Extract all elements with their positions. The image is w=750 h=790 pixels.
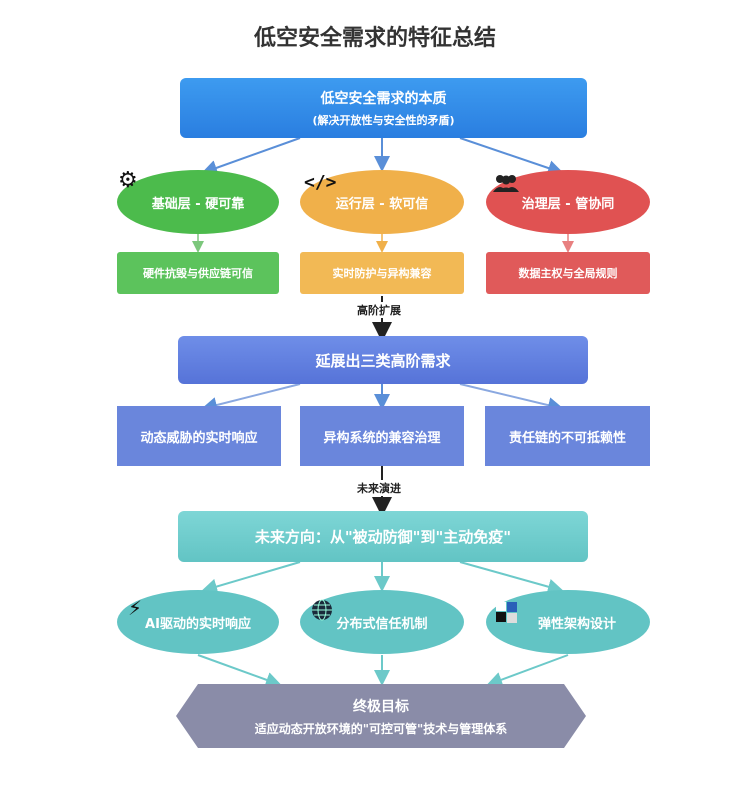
goal-box: 终极目标 适应动态开放环境的"可控可管"技术与管理体系 bbox=[176, 684, 586, 748]
extended-box: 延展出三类高阶需求 bbox=[178, 336, 588, 384]
governance-detail: 数据主权与全局规则 bbox=[486, 252, 650, 294]
need-non-repudiation: 责任链的不可抵赖性 bbox=[485, 406, 650, 466]
future-item-ai: AI驱动的实时响应 bbox=[117, 590, 279, 654]
people-icon bbox=[493, 174, 519, 196]
need-heterogeneous-label: 异构系统的兼容治理 bbox=[323, 430, 441, 446]
goal-subtitle: 适应动态开放环境的"可控可管"技术与管理体系 bbox=[254, 721, 508, 736]
future-title: 未来方向：从"被动防御"到"主动免疫" bbox=[254, 528, 512, 546]
page-title: 低空安全需求的特征总结 bbox=[253, 26, 496, 51]
foundation-detail: 硬件抗毁与供应链可信 bbox=[117, 252, 279, 294]
need-dynamic-threat: 动态威胁的实时响应 bbox=[117, 406, 281, 466]
lightning-icon: ⚡ bbox=[128, 596, 143, 620]
extended-title: 延展出三类高阶需求 bbox=[315, 351, 451, 370]
need-non-repudiation-label: 责任链的不可抵赖性 bbox=[508, 430, 626, 446]
essence-title: 低空安全需求的本质 bbox=[320, 91, 447, 107]
foundation-detail-label: 硬件抗毁与供应链可信 bbox=[143, 267, 253, 280]
goal-title: 终极目标 bbox=[353, 698, 409, 715]
runtime-detail-label: 实时防护与异构兼容 bbox=[332, 267, 432, 280]
runtime-detail: 实时防护与异构兼容 bbox=[300, 252, 464, 294]
layer-runtime: 运行层 - 软可信 bbox=[300, 170, 464, 234]
need-dynamic-threat-label: 动态威胁的实时响应 bbox=[140, 430, 258, 446]
gear-icon: ⚙ bbox=[118, 168, 138, 193]
essence-box: 低空安全需求的本质 (解决开放性与安全性的矛盾) bbox=[180, 78, 587, 138]
globe-icon bbox=[310, 598, 334, 626]
arrow-label-evolve: 未来演进 bbox=[354, 480, 404, 496]
essence-subtitle: (解决开放性与安全性的矛盾) bbox=[312, 114, 455, 127]
governance-detail-label: 数据主权与全局规则 bbox=[518, 267, 618, 280]
need-heterogeneous: 异构系统的兼容治理 bbox=[300, 406, 464, 466]
future-item-trust-label: 分布式信任机制 bbox=[336, 616, 428, 632]
future-item-trust: 分布式信任机制 bbox=[300, 590, 464, 654]
future-item-ai-label: AI驱动的实时响应 bbox=[145, 616, 251, 632]
layer-foundation-label: 基础层 - 硬可靠 bbox=[151, 196, 245, 212]
future-box: 未来方向：从"被动防御"到"主动免疫" bbox=[178, 511, 588, 562]
arrow-label-expand: 高阶扩展 bbox=[354, 302, 404, 318]
code-icon: </> bbox=[304, 172, 337, 193]
layer-runtime-label: 运行层 - 软可信 bbox=[335, 196, 429, 212]
blocks-icon bbox=[496, 602, 518, 628]
future-item-elastic-label: 弹性架构设计 bbox=[537, 616, 616, 632]
layer-foundation: 基础层 - 硬可靠 bbox=[117, 170, 279, 234]
layer-governance-label: 治理层 - 管协同 bbox=[521, 196, 615, 212]
